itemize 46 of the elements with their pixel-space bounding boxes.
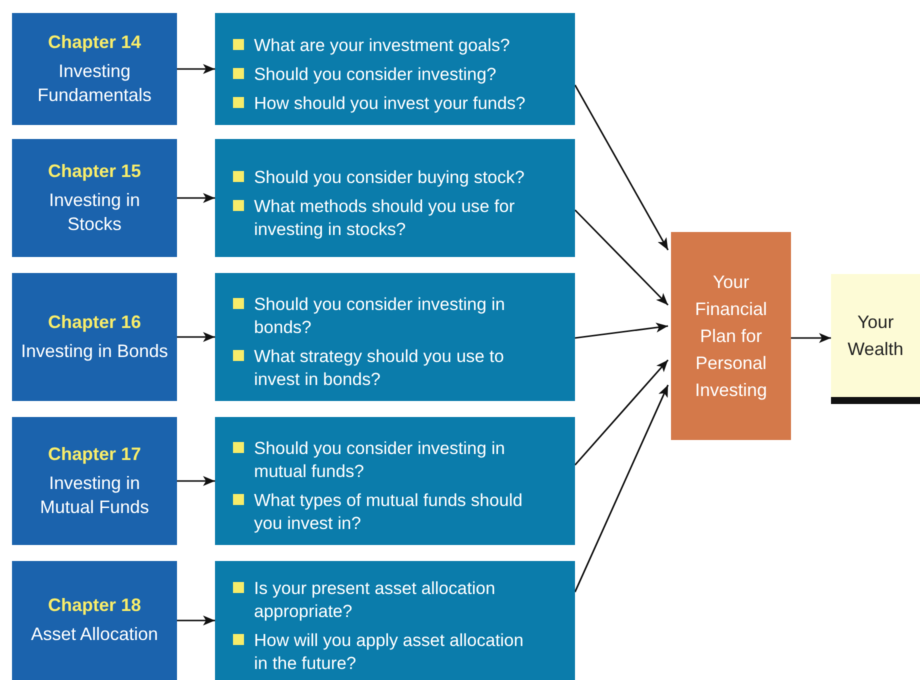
question-text: How will you apply asset allocation in the future? <box>254 628 524 674</box>
chapter-number: Chapter 14 <box>48 32 142 52</box>
chapter-box <box>12 561 177 680</box>
arrow <box>177 616 215 626</box>
arrow <box>574 84 669 250</box>
box-label: Your Wealth <box>846 310 904 360</box>
chapter-box <box>12 13 177 125</box>
arrow <box>177 332 215 342</box>
question-box <box>215 417 575 545</box>
chapter-number: Chapter 17 <box>48 444 142 464</box>
arrow <box>574 322 668 339</box>
chapter-number: Chapter 16 <box>48 312 142 332</box>
chapter-box <box>12 139 177 257</box>
question-text: Should you consider investing in bonds? <box>254 293 506 339</box>
chapter-title: Investing Fundamentals <box>36 60 153 106</box>
arrow <box>177 193 215 203</box>
chapter-box <box>12 273 177 401</box>
chapter-title: Asset Allocation <box>30 623 160 646</box>
question-text: What methods should you use for investing in stocks? <box>254 194 516 240</box>
arrow <box>791 333 831 343</box>
question-text: What are your investment goals? <box>254 34 511 56</box>
question-text: What types of mutual funds should you invest in? <box>254 489 524 535</box>
arrow <box>177 476 215 486</box>
question-text: Should you consider investing in mutual funds? <box>254 437 506 483</box>
chapter-title: Investing in Mutual Funds <box>38 472 150 518</box>
question-box <box>215 561 575 680</box>
question-box <box>215 139 575 257</box>
chapter-title: Investing in Stocks <box>48 188 142 236</box>
chapter-box <box>12 417 177 545</box>
question-box <box>215 273 575 401</box>
result-box <box>831 274 920 404</box>
question-text: Should you consider buying stock? <box>254 166 526 188</box>
arrow <box>574 209 669 306</box>
box-label: Your Financial Plan for Personal Investing <box>694 270 768 402</box>
chapter-number: Chapter 15 <box>48 160 142 182</box>
arrow <box>574 384 669 592</box>
question-box <box>215 13 575 125</box>
question-text: Should you consider investing? <box>254 62 498 86</box>
chapter-number: Chapter 18 <box>48 595 142 616</box>
arrow <box>574 359 669 466</box>
arrow <box>177 64 215 74</box>
question-text: What strategy should you use to invest in bonds? <box>254 345 505 391</box>
chapter-title: Investing in Bonds <box>20 340 170 362</box>
question-text: Is your present asset allocation appropriate? <box>254 576 496 622</box>
plan-box <box>671 232 791 440</box>
question-text: How should you invest your funds? <box>254 92 526 114</box>
